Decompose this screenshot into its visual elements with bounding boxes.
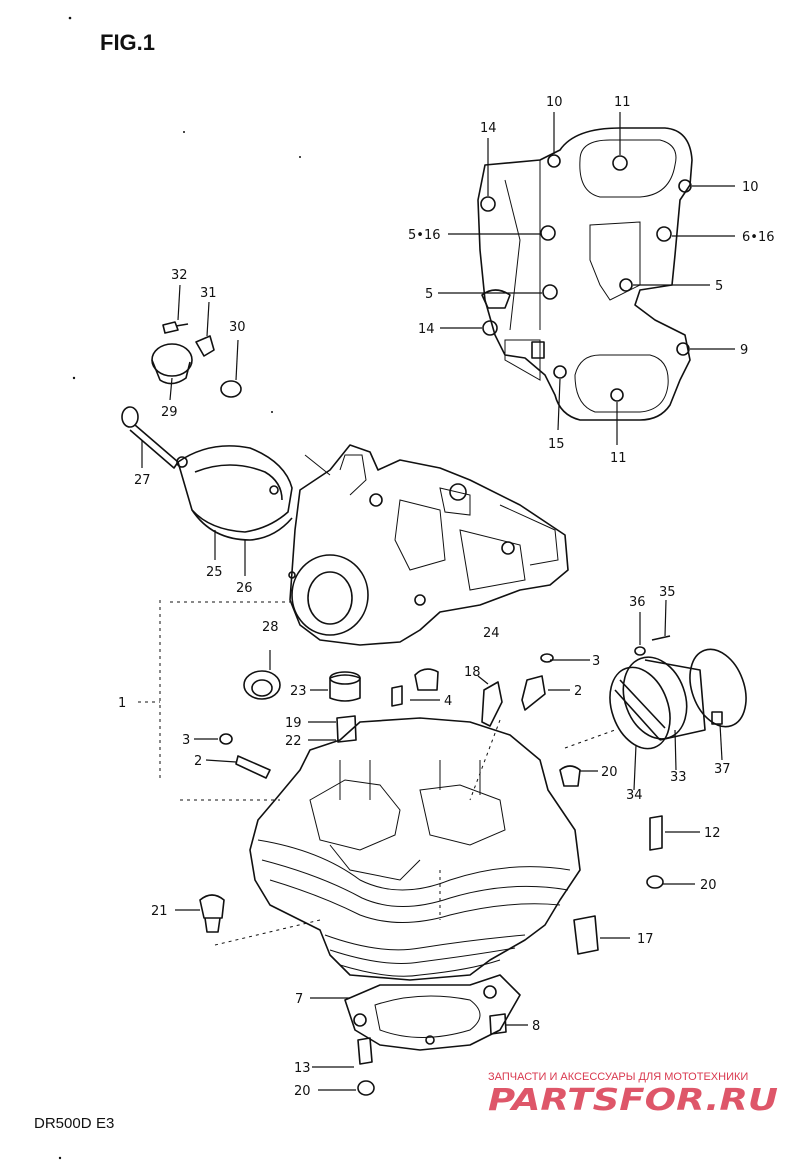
figure-title: FIG.1 [100,30,155,55]
callout-36: 36 [629,595,646,610]
callout-37: 37 [714,762,731,777]
callout-14-left: 14 [418,322,435,337]
callout-15: 15 [548,437,565,452]
inspection-cap-group [151,321,242,398]
watermark-brand: PARTSFOR.RU [488,1083,778,1118]
callout-labels: 11 10 14 10 5•16 6•16 5 5 14 9 15 11 32 … [118,95,774,1099]
callout-2-right: 2 [574,684,582,699]
callout-17: 17 [637,932,654,947]
watermark: ЗАПЧАСТИ И АКСЕССУАРЫ ДЛЯ МОТОТЕХНИКИ PA… [488,1071,778,1118]
cylinder-head [249,717,581,981]
callout-31: 31 [200,286,217,301]
callout-25: 25 [206,565,223,580]
callout-23: 23 [290,684,307,699]
callout-11-bottom: 11 [610,451,627,466]
callout-6-16: 6•16 [742,230,774,245]
model-code: DR500D [34,1115,92,1132]
intake-pipe-group [609,635,747,750]
callout-20-bottom: 20 [294,1084,311,1099]
callout-20-lower-right: 20 [700,878,717,893]
valve-stem [121,406,179,469]
callout-9: 9 [740,343,748,358]
callout-20-right: 20 [601,765,618,780]
small-fittings [219,653,581,787]
callout-7: 7 [295,992,303,1007]
callout-5-left: 5 [425,287,433,302]
watermark-tagline: ЗАПЧАСТИ И АКСЕССУАРЫ ДЛЯ МОТОТЕХНИКИ [488,1071,748,1083]
cylinder-base-gasket [344,974,521,1051]
callout-5-16: 5•16 [408,228,440,243]
callout-11-top: 11 [614,95,631,110]
callout-12: 12 [704,826,721,841]
callout-8: 8 [532,1019,540,1034]
callout-21: 21 [151,904,168,919]
callout-2-left: 2 [194,754,202,769]
callout-29: 29 [161,405,178,420]
callout-22: 22 [285,734,302,749]
dowels-and-nuts [199,815,664,1096]
callout-3-left: 3 [182,733,190,748]
callout-35: 35 [659,585,676,600]
callout-34: 34 [626,788,643,803]
callout-26: 26 [236,581,253,596]
callout-32: 32 [171,268,188,283]
leader-lines [138,600,700,1091]
head-cover-gasket [477,127,693,421]
cam-housing [288,444,569,646]
callout-1: 1 [118,696,126,711]
callout-4: 4 [444,694,452,709]
callout-13: 13 [294,1061,311,1076]
callout-24: 24 [483,626,500,641]
callout-28: 28 [262,620,279,635]
callout-10-top: 10 [546,95,563,110]
callout-10-right: 10 [742,180,759,195]
callout-19: 19 [285,716,302,731]
model-region: E3 [96,1115,114,1132]
callout-5-right: 5 [715,279,723,294]
callout-14-top: 14 [480,121,497,136]
callout-3-right: 3 [592,654,600,669]
callout-33: 33 [670,770,687,785]
callout-30: 30 [229,320,246,335]
callout-18: 18 [464,665,481,680]
valve-cover [176,445,293,541]
callout-27: 27 [134,473,151,488]
